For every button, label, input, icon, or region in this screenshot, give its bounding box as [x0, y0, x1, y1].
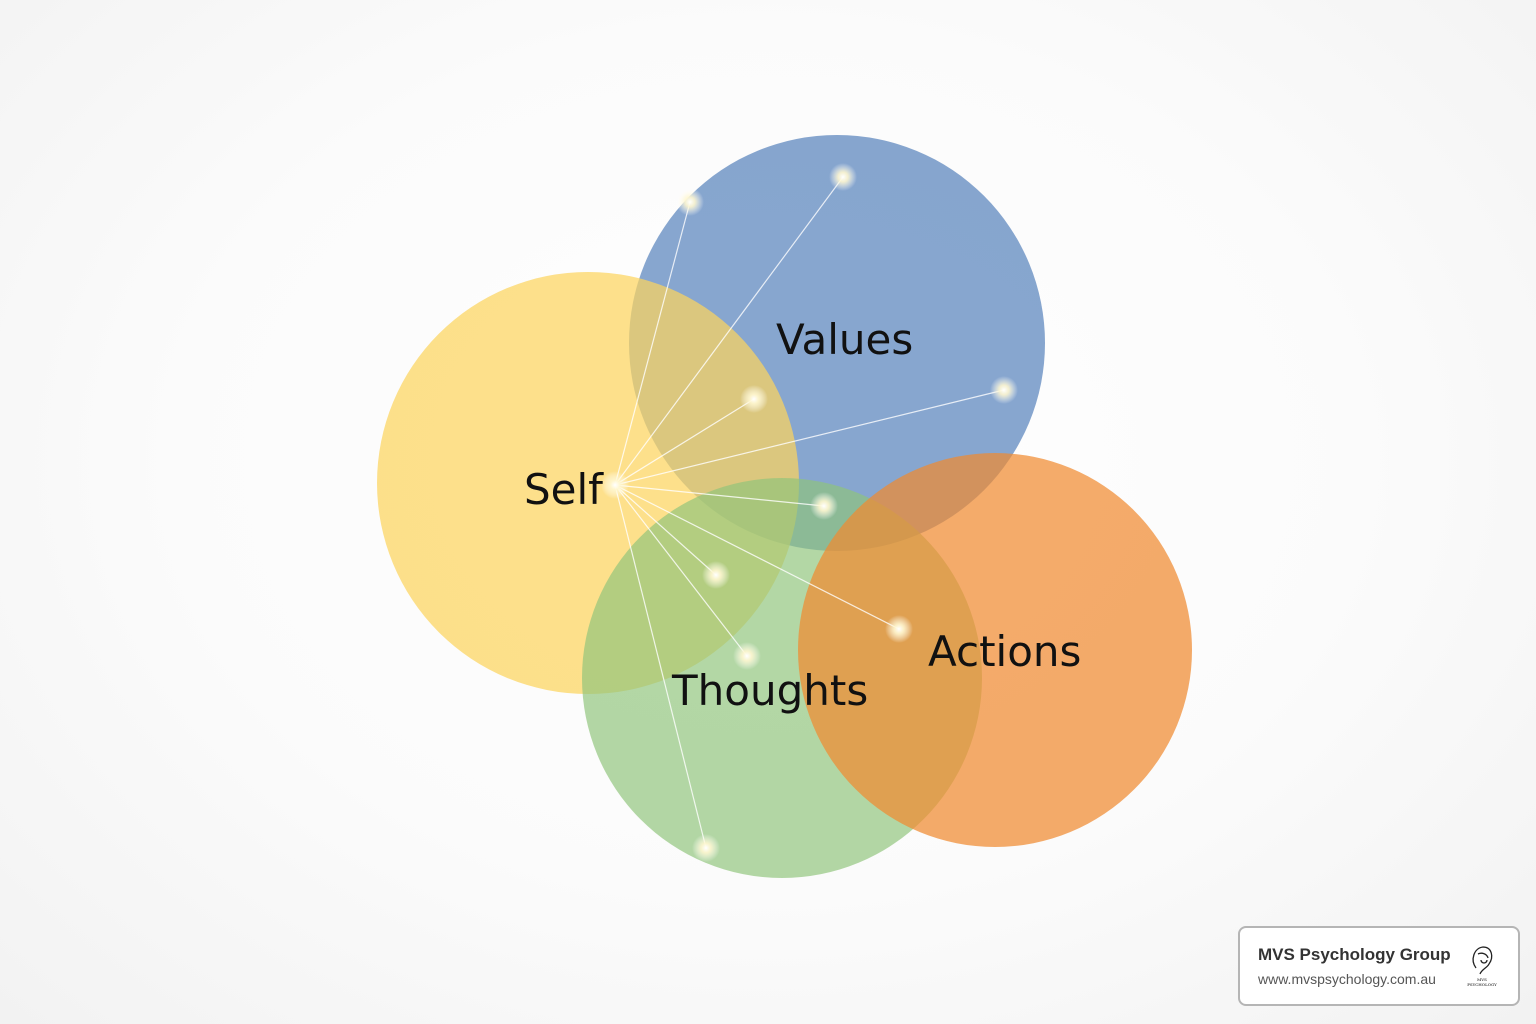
glow-point [601, 471, 629, 499]
connection-line [614, 484, 900, 630]
brand-title: MVS Psychology Group [1258, 945, 1451, 964]
glow-point [733, 642, 761, 670]
glow-point [810, 492, 838, 520]
connection-line [614, 484, 707, 849]
label-actions: Actions [928, 627, 1081, 676]
label-self: Self [524, 465, 604, 514]
connection-line [614, 398, 755, 486]
connection-line [614, 484, 825, 507]
connection-line [614, 484, 717, 576]
circle-actions [798, 453, 1192, 847]
glow-point [702, 561, 730, 589]
glow-points [601, 163, 1018, 862]
glow-point [829, 163, 857, 191]
glow-point [885, 615, 913, 643]
connection-line [614, 176, 844, 486]
svg-text:MVS: MVS [1477, 977, 1487, 982]
connection-line [614, 389, 1005, 486]
svg-text:PSYCHOLOGY: PSYCHOLOGY [1467, 982, 1497, 987]
glow-point [740, 385, 768, 413]
connection-lines [614, 176, 1005, 849]
glow-point [990, 376, 1018, 404]
brand-url[interactable]: www.mvspsychology.com.au [1258, 971, 1436, 987]
connection-line [614, 484, 748, 657]
label-thoughts: Thoughts [671, 666, 868, 715]
glow-point [692, 834, 720, 862]
brand-badge: MVS Psychology Group www.mvspsychology.c… [1238, 926, 1520, 1006]
connection-line [614, 201, 691, 486]
label-values: Values [776, 315, 913, 364]
glow-point [676, 188, 704, 216]
brand-logo-icon: MVS PSYCHOLOGY [1467, 946, 1497, 987]
